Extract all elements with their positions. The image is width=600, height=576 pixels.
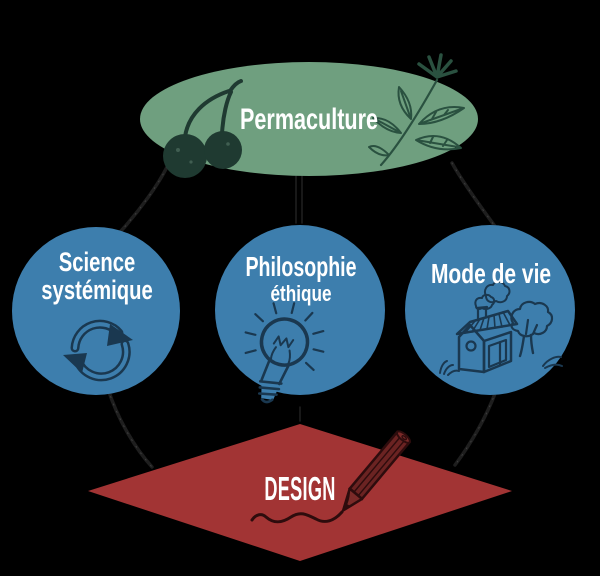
pencil-icon bbox=[341, 430, 412, 512]
house-roof bbox=[455, 309, 519, 336]
connector-line bbox=[119, 165, 169, 233]
lightbulb-glass bbox=[259, 317, 310, 367]
lightbulb-filament bbox=[269, 335, 295, 365]
design-label: DESIGN bbox=[264, 470, 335, 507]
pencil-end-cap bbox=[395, 430, 411, 444]
connector-line-speckle bbox=[451, 162, 498, 230]
cherry-right bbox=[204, 131, 242, 169]
cherries-icon bbox=[163, 79, 243, 178]
philosophy-circle bbox=[215, 225, 385, 395]
lifestyle-node: Mode de vie bbox=[405, 225, 575, 395]
pencil-stroke-squiggle bbox=[250, 510, 344, 524]
smoke-puff-large bbox=[483, 280, 511, 304]
philosophy-label-line2: éthique bbox=[271, 282, 332, 307]
cherry-left bbox=[163, 134, 207, 178]
lifestyle-label: Mode de vie bbox=[431, 259, 551, 290]
tree-canopy bbox=[510, 300, 554, 338]
grass-left bbox=[439, 360, 460, 376]
philosophy-node: Philosophie éthique bbox=[215, 225, 385, 404]
cycle-arrows-icon bbox=[63, 319, 133, 382]
connectors bbox=[106, 161, 499, 469]
permaculture-node: Permaculture bbox=[140, 53, 478, 178]
tree-branches bbox=[524, 318, 539, 336]
lightbulb-socket bbox=[257, 357, 291, 404]
design-node: DESIGN bbox=[88, 424, 512, 561]
house-door-window bbox=[487, 338, 508, 369]
pencil-graphite bbox=[343, 502, 351, 511]
pencil-end-dot bbox=[401, 435, 408, 441]
house-front-wall bbox=[482, 330, 513, 374]
house-roof-hatching bbox=[464, 311, 511, 334]
lightbulb-icon bbox=[244, 302, 325, 404]
design-diamond bbox=[88, 424, 512, 561]
science-label-line2: systémique bbox=[41, 275, 152, 306]
connector-line-speckle bbox=[454, 390, 497, 466]
science-circle bbox=[12, 227, 180, 395]
connector-line bbox=[450, 161, 499, 231]
connector-line bbox=[453, 389, 498, 467]
connector-line bbox=[295, 172, 303, 224]
house-round-window bbox=[465, 340, 477, 352]
cycle-arrowhead-bottom bbox=[63, 353, 87, 373]
science-node: Science systémique bbox=[12, 227, 180, 395]
grass-right bbox=[542, 355, 563, 369]
philosophy-label-line1: Philosophie bbox=[245, 252, 356, 283]
lightbulb-rays bbox=[244, 302, 325, 372]
smoke-puff-small bbox=[474, 293, 496, 311]
connector-line bbox=[106, 387, 154, 469]
house-icon bbox=[439, 280, 563, 376]
pencil-facets bbox=[353, 437, 405, 496]
science-label-line1: Science bbox=[59, 247, 136, 278]
tree-trunk bbox=[518, 333, 535, 358]
plant-sprig-icon bbox=[368, 53, 465, 167]
permaculture-label: Permaculture bbox=[240, 101, 378, 135]
connector-line-speckle bbox=[107, 388, 153, 468]
